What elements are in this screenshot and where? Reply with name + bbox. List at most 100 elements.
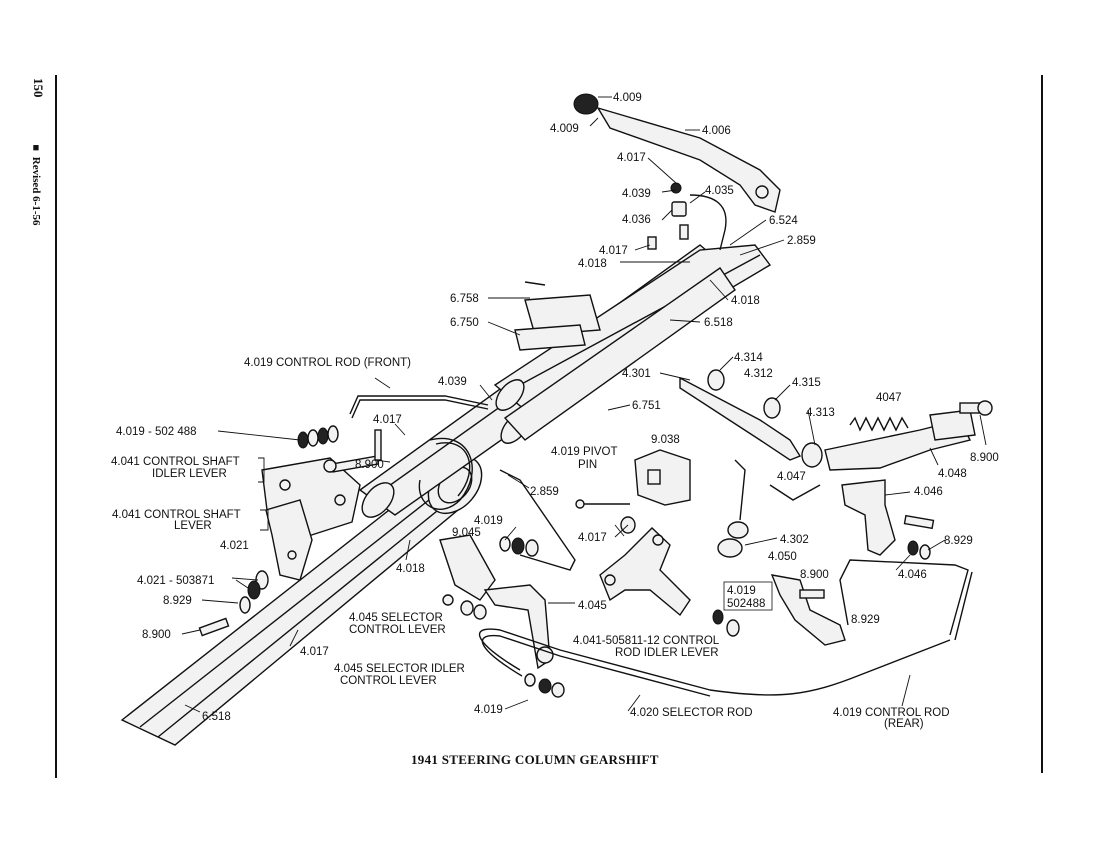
lever-4050	[770, 574, 846, 646]
label-4018-b: 4.018	[731, 295, 760, 307]
label-4019-d: 4.019	[474, 704, 503, 716]
label-4312: 4.312	[744, 368, 773, 380]
label-4041-lever-line2: LEVER	[174, 520, 212, 532]
selector-control-lever	[439, 534, 554, 670]
column-clamp	[418, 437, 473, 510]
middle-washers	[499, 536, 539, 557]
label-4041-lever-line1: 4.041 CONTROL SHAFT	[112, 509, 241, 521]
label-9038: 9.038	[651, 434, 680, 446]
label-8929-c: 8.929	[851, 614, 880, 626]
column-bracket	[514, 281, 601, 351]
label-4301: 4.301	[622, 368, 651, 380]
label-4041-505811-line1: 4.041-505811-12 CONTROL	[573, 635, 720, 647]
label-4019-b: 4.019	[474, 515, 503, 527]
label-6751: 6.751	[632, 400, 661, 412]
bolt-stack-lower-left	[198, 570, 269, 637]
label-8900-a: 8.900	[355, 459, 384, 471]
label-4018-c: 4.018	[396, 563, 425, 575]
label-4045-idler-line1: 4.045 SELECTOR IDLER	[334, 663, 465, 675]
label-4314: 4.314	[734, 352, 763, 364]
label-4006: 4.006	[702, 125, 731, 137]
label-4017-e: 4.017	[300, 646, 329, 658]
control-rod-idler-lever	[599, 527, 691, 617]
label-8900-d: 8.900	[142, 629, 171, 641]
label-6518-a: 6.518	[704, 317, 733, 329]
label-4009-b: 4.009	[550, 123, 579, 135]
label-4019-c-box	[723, 581, 773, 611]
clip-4047	[769, 484, 821, 501]
washer-stack-upper	[297, 425, 339, 449]
shift-fork-parts	[717, 459, 749, 558]
label-4017-a: 4.017	[617, 152, 646, 164]
label-4019-c-line1: 4.019	[727, 585, 756, 597]
label-4047-a: 4047	[876, 392, 902, 404]
label-4019-pivot-line2: PIN	[578, 459, 597, 471]
label-8900-c: 8.900	[800, 569, 829, 581]
label-4009-a: 4.009	[613, 92, 642, 104]
gearshift-lever	[573, 93, 781, 251]
label-4050: 4.050	[768, 551, 797, 563]
label-6518-b: 6.518	[202, 711, 231, 723]
label-8929-a: 8.929	[944, 535, 973, 547]
label-4017-c: 4.017	[373, 414, 402, 426]
label-4041-idler-line2: IDLER LEVER	[152, 468, 227, 480]
return-spring	[849, 416, 909, 432]
label-4045-a: 4.045	[578, 600, 607, 612]
idler-bolt	[323, 429, 382, 473]
label-8900-b: 8.900	[970, 452, 999, 464]
label-8929-b: 8.929	[163, 595, 192, 607]
label-6524: 6.524	[769, 215, 798, 227]
label-4018-a: 4.018	[578, 258, 607, 270]
label-4019-rear-line2: (REAR)	[884, 718, 924, 730]
left-margin-rule	[55, 75, 57, 778]
diagram-title: 1941 STEERING COLUMN GEARSHIFT	[411, 752, 659, 767]
label-4021: 4.021	[220, 540, 249, 552]
label-4019-c-line2: 502488	[727, 598, 765, 610]
washers-lower-right	[712, 540, 931, 637]
label-4019-pivot-line1: 4.019 PIVOT	[551, 446, 617, 458]
label-6750: 6.750	[450, 317, 479, 329]
shift-lever-hardware	[647, 182, 689, 250]
label-4302: 4.302	[780, 534, 809, 546]
bracket-4041-idler	[258, 457, 265, 483]
selector-washers	[442, 594, 565, 698]
label-4039-a: 4.039	[622, 188, 651, 200]
label-4048: 4.048	[938, 468, 967, 480]
label-4313: 4.313	[806, 407, 835, 419]
label-4035: 4.035	[705, 185, 734, 197]
front-control-rod	[349, 395, 489, 419]
label-4017-b: 4.017	[599, 245, 628, 257]
label-4039-b: 4.039	[438, 376, 467, 388]
part-labels: 4.009 4.009 4.006 4.017 4.039 4.035 4.03…	[111, 92, 999, 730]
label-4045-selector-line2: CONTROL LEVER	[349, 624, 446, 636]
page-number: 150	[31, 78, 46, 98]
label-4046-a: 4.046	[914, 486, 943, 498]
label-4019-502488-a: 4.019 - 502 488	[116, 426, 197, 438]
pivot-pin	[575, 499, 636, 534]
label-4020-selector-rod: 4.020 SELECTOR ROD	[630, 707, 753, 719]
leader-lines	[181, 96, 987, 713]
label-4045-selector-line1: 4.045 SELECTOR	[349, 612, 443, 624]
label-4019-control-rod-front: 4.019 CONTROL ROD (FRONT)	[244, 357, 411, 369]
right-margin-rule	[1041, 75, 1043, 773]
label-4045-idler-line2: CONTROL LEVER	[340, 675, 437, 687]
bracket-4041-lever	[260, 509, 269, 531]
label-4041-505811-line2: ROD IDLER LEVER	[615, 647, 719, 659]
control-shaft-lever	[265, 499, 313, 581]
label-4021-503871: 4.021 - 503871	[137, 575, 214, 587]
label-9045: 9.045	[452, 527, 481, 539]
label-4315: 4.315	[792, 377, 821, 389]
label-4019-rear-line1: 4.019 CONTROL ROD	[833, 707, 950, 719]
bracket-9038	[634, 449, 691, 506]
shift-rail	[679, 369, 823, 468]
label-4017-d: 4.017	[578, 532, 607, 544]
label-4036: 4.036	[622, 214, 651, 226]
label-6758: 6.758	[450, 293, 479, 305]
lever-4048	[824, 400, 993, 471]
label-4046-b: 4.046	[898, 569, 927, 581]
label-4041-idler-line1: 4.041 CONTROL SHAFT	[111, 456, 240, 468]
shift-tube	[493, 244, 772, 444]
horn-wire-rod	[499, 469, 576, 571]
bracket-4046	[841, 479, 935, 556]
